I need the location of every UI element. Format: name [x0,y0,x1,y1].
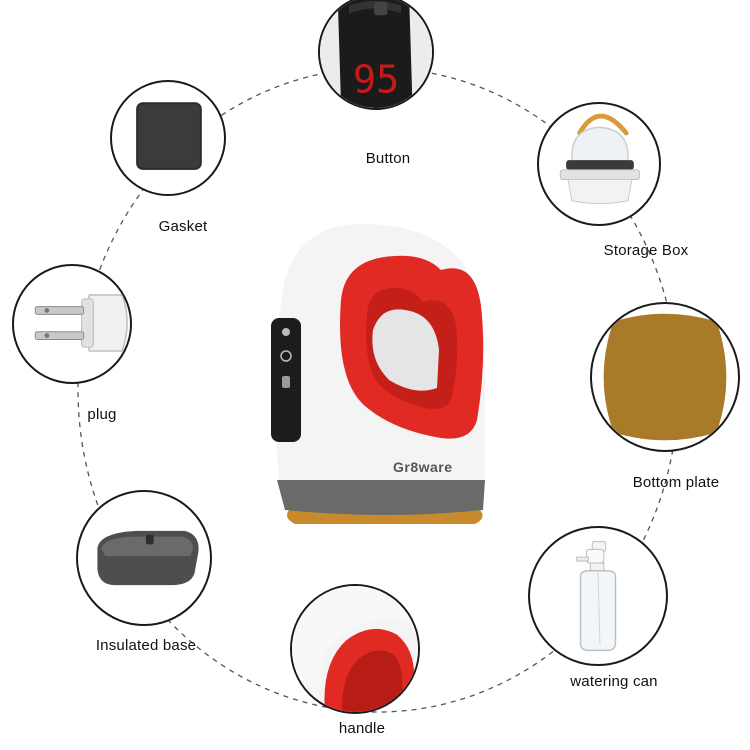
plug-label: plug [87,406,117,423]
display-reading: 95 [353,58,400,103]
storage-box-label: Storage Box [603,242,689,259]
brand-logo: Gr8ware [393,459,453,475]
bottom-plate-label: Bottom plate [632,474,720,491]
display-panel-image: 95 [320,0,432,108]
handle-label: handle [338,720,386,737]
button-label: Button [365,150,411,167]
spray-bottle-image [576,541,617,652]
insulated-base-label: Insulated base [95,637,197,654]
handle-closeup-image [292,586,418,712]
storage-box-image [559,113,641,205]
button-detail-circle: 95 [318,0,434,110]
gasket-circle [110,80,226,196]
heat-press-product-image: Gr8ware [271,223,486,524]
insulated-base-image [97,530,199,586]
storage-box-circle [537,102,661,226]
watering-can-circle [528,526,668,666]
gasket-image [136,102,202,170]
watering-can-label: watering can [570,673,658,690]
handle-circle [290,584,420,714]
gasket-label: Gasket [158,218,208,235]
plug-circle [12,264,132,384]
plug-image [34,294,128,352]
bottom-plate-image [603,313,727,441]
bottom-plate-circle [590,302,740,452]
insulated-base-circle [76,490,212,626]
